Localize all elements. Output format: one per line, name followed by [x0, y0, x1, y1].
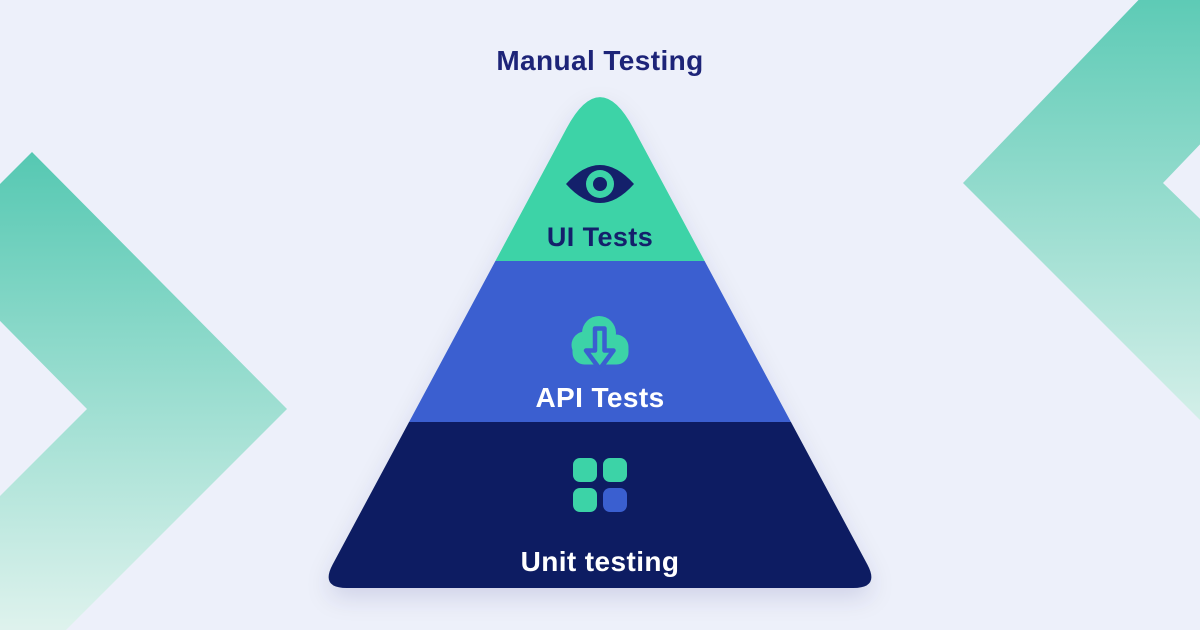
unit-testing-band: [328, 422, 872, 588]
ui-tests-label: UI Tests: [547, 222, 653, 252]
grid-icon: [573, 458, 627, 512]
left-chevron-decoration: [0, 152, 287, 630]
eye-icon: [566, 165, 634, 203]
page-title: Manual Testing: [496, 45, 703, 76]
download-arrow: [583, 326, 616, 372]
cloud-download-icon: [571, 316, 629, 372]
unit-testing-label: Unit testing: [521, 546, 680, 577]
api-tests-label: API Tests: [535, 382, 664, 413]
right-chevron-decoration: [963, 0, 1200, 420]
